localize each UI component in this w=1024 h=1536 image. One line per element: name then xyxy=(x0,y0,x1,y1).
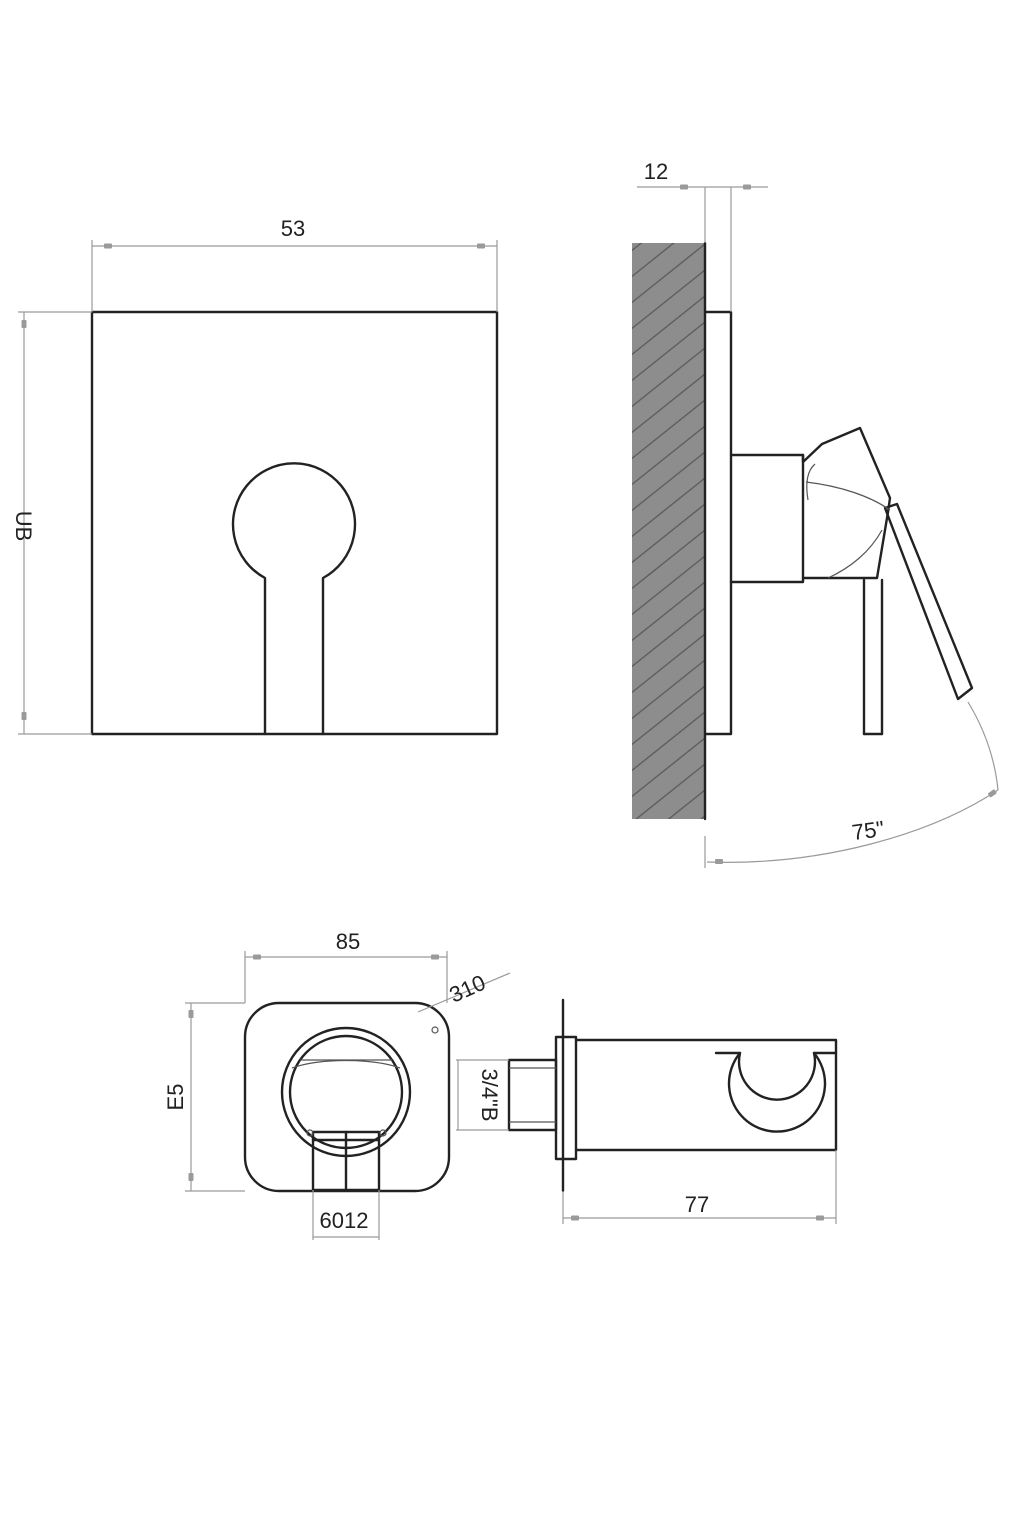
holder-front-view xyxy=(243,1001,451,1193)
holder-depth-dimension: 77 xyxy=(562,1150,837,1224)
hatch-line xyxy=(632,295,705,356)
holder-corner-dimension: 310 xyxy=(417,970,511,1013)
holder-height-label: E5 xyxy=(163,1084,188,1111)
thread-label: 3/4"B xyxy=(477,1068,502,1121)
hatch-line xyxy=(620,882,720,962)
hatch-line xyxy=(632,529,705,590)
mixer-lever-rotated xyxy=(883,502,974,701)
side-cover-plate xyxy=(703,310,733,736)
mixer-cover-plate xyxy=(90,310,499,736)
plate-width-dimension: 53 xyxy=(91,216,498,312)
wall-hatching xyxy=(620,243,720,962)
holder-hook-side xyxy=(714,1051,838,1133)
hatch-line xyxy=(632,373,705,434)
hatch-line xyxy=(632,711,705,772)
mixer-front-view xyxy=(90,310,499,736)
mixer-cap-side xyxy=(801,426,892,580)
holder-thread-stub xyxy=(507,1058,558,1132)
hatch-line xyxy=(632,633,705,694)
hatch-line xyxy=(632,659,705,720)
plate-height-label: UB xyxy=(11,511,36,542)
holder-width-dimension: 85 xyxy=(244,929,448,1003)
hatch-line xyxy=(632,581,705,642)
holder-width-label: 85 xyxy=(336,929,360,954)
hatch-line xyxy=(632,477,705,538)
hatch-line xyxy=(632,737,705,798)
hatch-line xyxy=(632,243,643,252)
hatch-line xyxy=(635,763,705,819)
hatch-line xyxy=(632,269,705,330)
wall-offset-label: 12 xyxy=(644,159,668,184)
connector-dimension: 6012 xyxy=(312,1190,380,1240)
lever-angle-label: 75" xyxy=(850,816,885,845)
holder-side-view xyxy=(507,998,838,1193)
connector-label: 6012 xyxy=(320,1208,369,1233)
mixer-keyhole-handle xyxy=(231,462,357,736)
holder-depth-label: 77 xyxy=(685,1192,709,1217)
thread-dimension: 3/4"B xyxy=(456,1059,509,1131)
hatch-line xyxy=(632,425,705,486)
hatch-line xyxy=(632,503,705,564)
holder-side-plate xyxy=(554,1035,578,1161)
hatch-line xyxy=(632,243,705,304)
hatch-line xyxy=(667,789,705,819)
hatch-line xyxy=(700,815,705,819)
hatch-line xyxy=(632,347,705,408)
hatch-line xyxy=(632,607,705,668)
hatch-line xyxy=(632,243,675,278)
hatch-line xyxy=(632,685,705,746)
hatch-line xyxy=(632,555,705,616)
plate-height-dimension: UB xyxy=(11,311,92,735)
mixer-body-side xyxy=(729,453,805,584)
holder-corner-label: 310 xyxy=(446,970,490,1008)
hatch-line xyxy=(632,399,705,460)
hatch-line xyxy=(632,321,705,382)
mixer-side-view xyxy=(620,241,974,962)
hatch-line xyxy=(632,451,705,512)
holder-arm-side xyxy=(574,1038,838,1152)
lever-angle-dimension: 75" xyxy=(704,701,999,868)
holder-height-dimension: E5 xyxy=(163,1002,245,1192)
wall-offset-dimension: 12 xyxy=(637,159,768,312)
plate-width-label: 53 xyxy=(281,216,305,241)
wall-section xyxy=(632,243,705,819)
